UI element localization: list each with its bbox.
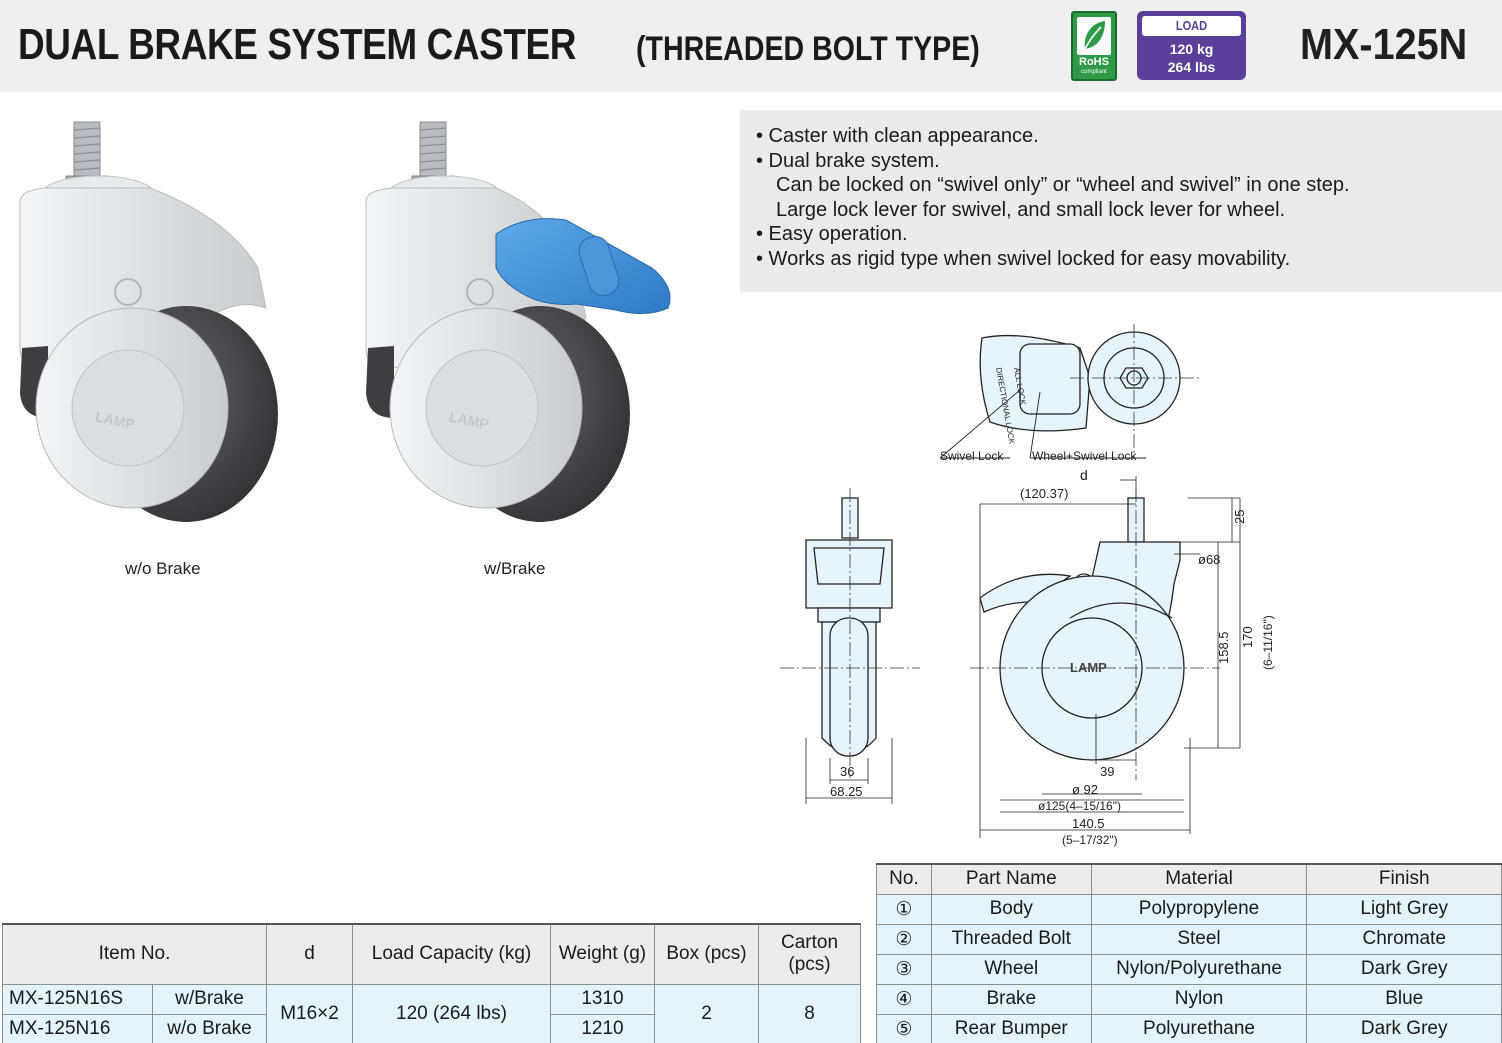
header-d: d <box>266 923 353 985</box>
part-name: Brake <box>930 983 1092 1015</box>
title-sub: (THREADED BOLT TYPE) <box>636 30 980 68</box>
part-no: ③ <box>876 953 932 985</box>
dim-d: d <box>1080 467 1088 483</box>
label-swivel-lock: Swivel Lock <box>940 449 1004 463</box>
dim-39: 39 <box>1100 764 1114 779</box>
dim-140-5-inch: (5–17/32") <box>1062 833 1118 847</box>
dim-170-inch: (6–11/16") <box>1261 615 1275 670</box>
item-table: Item No. d Load Capacity (kg) Weight (g)… <box>2 923 861 1043</box>
table-row: ② Threaded Bolt Steel Chromate <box>876 923 1502 955</box>
caption-with-brake: w/Brake <box>484 559 546 578</box>
table-row: MX-125N16S w/Brake M16×2 120 (264 lbs) 1… <box>2 983 861 1043</box>
drawing-lamp-logo: LAMP <box>1070 660 1107 675</box>
header-load-capacity: Load Capacity (kg) <box>352 923 551 985</box>
part-no: ⑤ <box>876 1013 932 1043</box>
feature-subitem: Can be locked on “swivel only” or “wheel… <box>776 174 1350 197</box>
table-row: ③ Wheel Nylon/Polyurethane Dark Grey <box>876 953 1502 985</box>
page-title: DUAL BRAKE SYSTEM CASTER (THREADED BOLT … <box>18 20 1028 76</box>
parts-table: No. Part Name Material Finish ① Body Pol… <box>876 863 1502 1043</box>
part-no: ④ <box>876 983 932 1015</box>
part-material: Polypropylene <box>1090 893 1308 925</box>
load-capacity-kg: 120 kg <box>1169 41 1214 57</box>
dim-170: 170 <box>1240 626 1255 648</box>
label-wheel-swivel-lock: Wheel+Swivel Lock <box>1032 449 1137 463</box>
table-row: MX-125N16 w/o Brake 1210 <box>2 1013 861 1043</box>
box-value: 2 <box>654 983 759 1043</box>
part-name: Rear Bumper <box>930 1013 1092 1043</box>
rohs-badge: RoHS compliant <box>1071 11 1117 81</box>
part-material: Nylon <box>1090 983 1308 1015</box>
part-finish: Dark Grey <box>1306 1013 1502 1043</box>
front-view <box>805 497 893 757</box>
feature-list: • Caster with clean appearance. • Dual b… <box>740 110 1502 292</box>
weight-value: 1210 <box>550 1013 655 1043</box>
load-capacity-label: LOAD CAPACITY <box>1163 18 1220 50</box>
rohs-label: RoHS <box>1079 56 1109 68</box>
dim-68-25: 68.25 <box>830 784 863 799</box>
model-number: MX-125N <box>1300 20 1468 69</box>
item-number: MX-125N16S <box>2 983 153 1015</box>
header-weight: Weight (g) <box>550 923 655 985</box>
feature-subitem: Large lock lever for swivel, and small l… <box>776 198 1286 221</box>
d-value: M16×2 <box>266 983 353 1043</box>
caster-photo-without-brake: LAMP <box>8 118 298 533</box>
dim-158-5: 158.5 <box>1216 631 1231 664</box>
part-material: Steel <box>1090 923 1308 955</box>
feature-item: • Dual brake system. <box>756 149 940 172</box>
header-material: Material <box>1090 863 1308 895</box>
header-finish: Finish <box>1306 863 1502 895</box>
dim-36: 36 <box>840 764 854 779</box>
table-row: ④ Brake Nylon Blue <box>876 983 1502 1015</box>
leaf-icon <box>1077 17 1111 55</box>
part-no: ① <box>876 893 932 925</box>
weight-value: 1310 <box>550 983 655 1015</box>
rohs-sub: compliant <box>1081 69 1107 75</box>
dim-120-37: (120.37) <box>1020 486 1068 501</box>
caster-photo-with-brake: LAMP <box>356 118 686 533</box>
header-box: Box (pcs) <box>654 923 759 985</box>
load-capacity-lbs: 264 lbs <box>1167 59 1216 75</box>
header-part-name: Part Name <box>930 863 1092 895</box>
header-bar: DUAL BRAKE SYSTEM CASTER (THREADED BOLT … <box>0 0 1502 92</box>
side-view <box>979 497 1185 761</box>
part-finish: Dark Grey <box>1306 953 1502 985</box>
table-row: ① Body Polypropylene Light Grey <box>876 893 1502 925</box>
header-carton: Carton (pcs) <box>758 923 861 985</box>
load-value: 120 (264 lbs) <box>352 983 551 1043</box>
part-material: Polyurethane <box>1090 1013 1308 1043</box>
dim-92: ø 92 <box>1072 782 1098 797</box>
dim-125: ø125(4–15/16") <box>1038 799 1121 813</box>
feature-item: • Easy operation. <box>756 223 908 246</box>
feature-item: • Caster with clean appearance. <box>756 125 1039 147</box>
carton-value: 8 <box>758 983 861 1043</box>
dim-68: ø68 <box>1198 552 1220 567</box>
header-item-no: Item No. <box>2 923 267 985</box>
part-finish: Blue <box>1306 983 1502 1015</box>
part-name: Threaded Bolt <box>930 923 1092 955</box>
table-header-row: No. Part Name Material Finish <box>876 863 1502 895</box>
table-header-row: Item No. d Load Capacity (kg) Weight (g)… <box>2 923 861 985</box>
load-capacity-badge: LOAD CAPACITY 120 kg 264 lbs <box>1137 11 1246 80</box>
part-finish: Chromate <box>1306 923 1502 955</box>
feature-item: • Works as rigid type when swivel locked… <box>756 247 1291 270</box>
part-name: Body <box>930 893 1092 925</box>
item-type: w/Brake <box>152 983 267 1015</box>
dim-140-5: 140.5 <box>1072 816 1105 831</box>
header-no: No. <box>876 863 932 895</box>
item-type: w/o Brake <box>152 1013 267 1043</box>
part-material: Nylon/Polyurethane <box>1090 953 1308 985</box>
part-no: ② <box>876 923 932 955</box>
dim-25: 25 <box>1232 510 1247 524</box>
part-finish: Light Grey <box>1306 893 1502 925</box>
item-number: MX-125N16 <box>2 1013 153 1043</box>
title-main: DUAL BRAKE SYSTEM CASTER <box>18 20 577 69</box>
caption-without-brake: w/o Brake <box>125 559 201 578</box>
technical-drawing: DIRECTIONAL LOCK ALL LOCK Swivel Lock Wh… <box>770 318 1413 863</box>
part-name: Wheel <box>930 953 1092 985</box>
table-row: ⑤ Rear Bumper Polyurethane Dark Grey <box>876 1013 1502 1043</box>
